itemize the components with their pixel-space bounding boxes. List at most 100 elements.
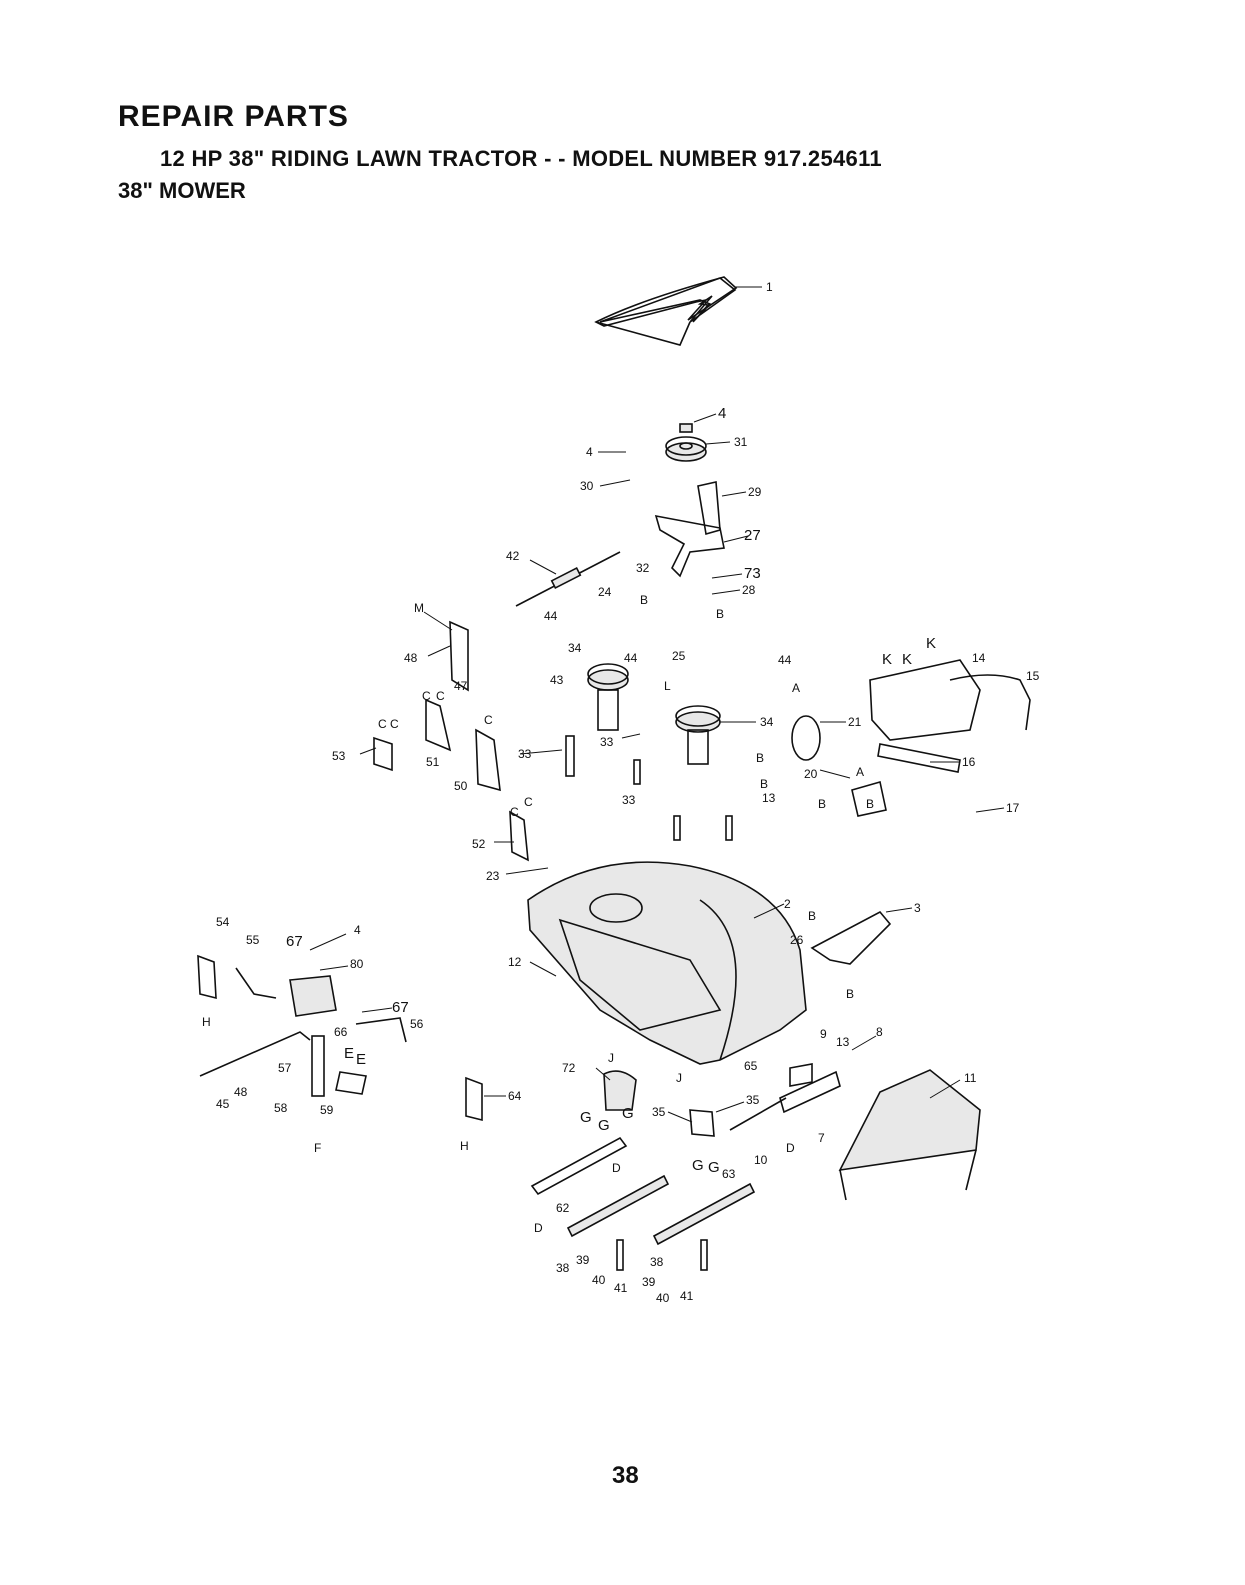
letter-ref: B [716, 607, 724, 621]
callout-11: 11 [964, 1071, 977, 1085]
discharge-chute-11 [838, 1069, 981, 1201]
spindle-72 [603, 1070, 637, 1111]
letter-ref: G [692, 1157, 704, 1174]
spacer-57 [311, 1035, 325, 1097]
bracket-13 [789, 1063, 813, 1087]
callout-52: 52 [472, 837, 486, 851]
callout-65: 65 [744, 1059, 758, 1073]
callout-67a: 67 [286, 933, 303, 950]
bolt-41-left [616, 1239, 624, 1271]
callout-59: 59 [320, 1103, 334, 1117]
letter-ref: K [882, 651, 892, 668]
idler-spring-42 [515, 551, 621, 607]
callout-44c: 44 [778, 653, 792, 667]
callout-38a: 38 [556, 1261, 570, 1275]
callout-30: 30 [580, 479, 594, 493]
callout-4b: 4 [586, 445, 593, 459]
callout-72: 72 [562, 1061, 576, 1075]
letter-ref: L [664, 679, 671, 693]
callout-48: 48 [404, 651, 418, 665]
lift-link-3 [810, 910, 892, 965]
callout-40a: 40 [592, 1273, 606, 1287]
callout-8: 8 [876, 1025, 883, 1039]
rod-56 [355, 1017, 407, 1043]
callout-62: 62 [556, 1201, 570, 1215]
callout-45: 45 [216, 1097, 230, 1111]
callout-23: 23 [486, 869, 500, 883]
rod-55 [235, 967, 277, 999]
bracket-51 [425, 698, 452, 752]
callout-1: 1 [766, 280, 773, 294]
callout-42: 42 [506, 549, 520, 563]
rod-48-left [199, 1031, 311, 1077]
letter-ref: J [676, 1071, 682, 1085]
letter-ref: A [792, 681, 800, 695]
callout-9: 9 [820, 1027, 827, 1041]
plate-21 [791, 715, 821, 761]
mower-belt [594, 276, 738, 346]
callout-40b: 40 [656, 1291, 670, 1305]
letter-ref: C [422, 689, 431, 703]
bracket-59 [335, 1071, 367, 1095]
mower-deck-housing [527, 861, 807, 1065]
pulley-34-right [675, 705, 721, 765]
spindle-bolts-33 [565, 735, 733, 841]
callout-3: 3 [914, 901, 921, 915]
callout-48b: 48 [234, 1085, 248, 1099]
letter-ref: M [414, 601, 424, 615]
callout-51: 51 [426, 755, 440, 769]
callout-35a: 35 [652, 1105, 666, 1119]
letter-ref: C [378, 717, 387, 731]
callout-57: 57 [278, 1061, 292, 1075]
letter-reference-labels: M C C C C C C C L B B K K K A A B B B B … [202, 593, 936, 1235]
pulley-31 [665, 436, 707, 462]
callout-12: 12 [508, 955, 522, 969]
callout-29: 29 [748, 485, 762, 499]
letter-ref: H [460, 1139, 469, 1153]
letter-ref: C [524, 795, 533, 809]
bolt-41-right [700, 1239, 708, 1271]
letter-ref: C [436, 689, 445, 703]
callout-32: 32 [636, 561, 650, 575]
callout-64: 64 [508, 1089, 522, 1103]
letter-ref: C [510, 805, 519, 819]
bracket-67 [289, 975, 337, 1017]
callout-33b: 33 [600, 735, 614, 749]
bracket-50 [475, 728, 501, 792]
bracket-7 [779, 1070, 841, 1114]
callout-15: 15 [1026, 669, 1040, 683]
bracket-29-27 [654, 481, 725, 578]
model-subtitle: 12 HP 38" RIDING LAWN TRACTOR - - MODEL … [160, 146, 882, 171]
bracket-54 [197, 954, 217, 1000]
callout-33a: 33 [518, 747, 532, 761]
bracket-20 [851, 780, 887, 817]
callout-4c: 4 [354, 923, 361, 937]
bracket-52 [509, 810, 529, 862]
callout-34a: 34 [568, 641, 582, 655]
callout-39a: 39 [576, 1253, 590, 1267]
letter-ref: E [344, 1045, 354, 1062]
callout-13a: 13 [762, 791, 776, 805]
letter-ref: B [866, 797, 874, 811]
callout-73: 73 [744, 565, 761, 582]
callout-27: 27 [744, 527, 761, 544]
letter-ref: B [756, 751, 764, 765]
section-title: 38" MOWER [118, 178, 246, 203]
bracket-53 [373, 736, 393, 772]
bracket-35 [689, 1109, 715, 1137]
letter-ref: C [484, 713, 493, 727]
callout-41b: 41 [680, 1289, 694, 1303]
callout-43: 43 [550, 673, 564, 687]
letter-ref: K [926, 635, 936, 652]
callout-66: 66 [334, 1025, 348, 1039]
callout-39b: 39 [642, 1275, 656, 1289]
letter-ref: E [356, 1051, 366, 1068]
callout-41a: 41 [614, 1281, 628, 1295]
letter-ref: B [760, 777, 768, 791]
page-number: 38 [612, 1462, 639, 1489]
callout-2: 2 [784, 897, 791, 911]
bracket-48 [449, 620, 469, 692]
rod-10 [729, 1097, 787, 1131]
callout-28: 28 [742, 583, 756, 597]
